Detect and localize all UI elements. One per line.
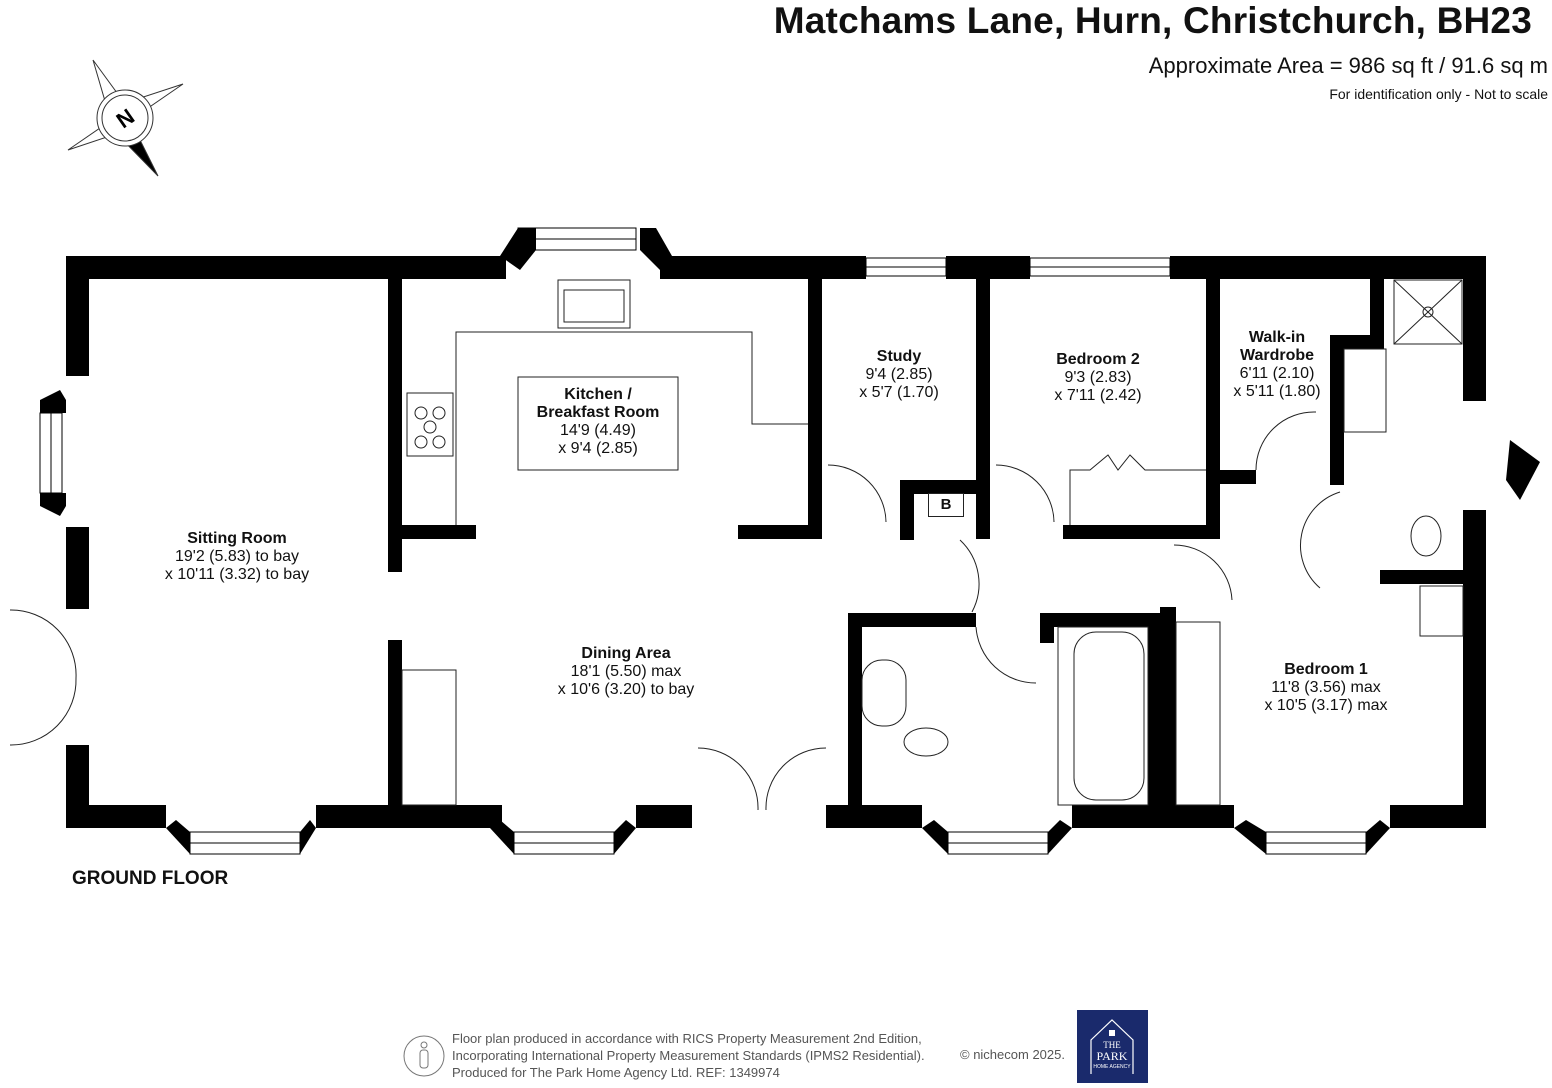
property-address-title: Matchams Lane, Hurn, Christchurch, BH23 <box>773 0 1532 41</box>
copyright-notice: © nichecom 2025. <box>960 1047 1065 1062</box>
boiler-cupboard-label: B <box>928 493 964 517</box>
room-bedroom-1: Bedroom 1 11'8 (3.56) max x 10'5 (3.17) … <box>1264 661 1387 715</box>
room-walk-in-wardrobe: Walk-in Wardrobe 6'11 (2.10) x 5'11 (1.8… <box>1233 329 1320 401</box>
room-bedroom-2: Bedroom 2 9'3 (2.83) x 7'11 (2.42) <box>1054 351 1141 405</box>
house-logo-icon: THE PARK HOME AGENCY <box>1090 1019 1134 1074</box>
svg-text:PARK: PARK <box>1097 1049 1128 1063</box>
room-kitchen-breakfast: Kitchen / Breakfast Room 14'9 (4.49) x 9… <box>537 386 660 458</box>
room-dimension: x 10'6 (3.20) to bay <box>557 681 695 698</box>
room-name: Study <box>876 348 922 365</box>
room-dimension: 9'3 (2.83) <box>1064 369 1132 386</box>
room-name-line2: Wardrobe <box>1239 347 1315 364</box>
approximate-area: Approximate Area = 986 sq ft / 91.6 sq m <box>1148 53 1548 78</box>
room-dimension: 19'2 (5.83) to bay <box>174 548 300 565</box>
room-name: Sitting Room <box>187 530 287 547</box>
room-dimension: 11'8 (3.56) max <box>1271 679 1381 696</box>
room-name: Bedroom 1 <box>1284 661 1368 678</box>
footer-line-3: Produced for The Park Home Agency Ltd. R… <box>452 1065 780 1080</box>
north-arrow-icon: N <box>67 59 184 177</box>
room-dimension: 18'1 (5.50) max <box>570 663 682 680</box>
room-dimension: 14'9 (4.49) <box>559 422 636 439</box>
park-home-agency-logo: THE PARK HOME AGENCY <box>1077 1010 1148 1083</box>
room-dimension: x 10'11 (3.32) to bay <box>164 566 310 583</box>
room-name: Kitchen / <box>564 386 632 403</box>
room-dimension: x 9'4 (2.85) <box>558 440 638 457</box>
footer-line-2: Incorporating International Property Mea… <box>452 1048 925 1063</box>
footer-disclaimer: Floor plan produced in accordance with R… <box>452 1030 925 1081</box>
room-name-line2: Breakfast Room <box>536 404 660 421</box>
room-dimension: x 10'5 (3.17) max <box>1264 697 1388 714</box>
scale-disclaimer: For identification only - Not to scale <box>1329 86 1548 102</box>
room-dimension: 6'11 (2.10) <box>1239 365 1315 382</box>
room-dining-area: Dining Area 18'1 (5.50) max x 10'6 (3.20… <box>558 645 694 699</box>
room-dimension: x 5'7 (1.70) <box>859 384 939 401</box>
room-sitting-room: Sitting Room 19'2 (5.83) to bay x 10'11 … <box>165 530 309 584</box>
svg-text:THE: THE <box>1103 1040 1121 1050</box>
room-name: Walk-in <box>1248 329 1306 346</box>
svg-text:HOME AGENCY: HOME AGENCY <box>1093 1064 1131 1070</box>
room-name: Bedroom 2 <box>1056 351 1140 368</box>
person-scale-icon <box>403 1035 445 1077</box>
room-dimension: 9'4 (2.85) <box>865 366 933 383</box>
room-name: Dining Area <box>581 645 671 662</box>
room-study: Study 9'4 (2.85) x 5'7 (1.70) <box>859 348 939 402</box>
footer-line-1: Floor plan produced in accordance with R… <box>452 1031 922 1046</box>
floor-level-label: GROUND FLOOR <box>72 868 229 889</box>
room-dimension: x 7'11 (2.42) <box>1054 387 1142 404</box>
room-dimension: x 5'11 (1.80) <box>1233 383 1321 400</box>
